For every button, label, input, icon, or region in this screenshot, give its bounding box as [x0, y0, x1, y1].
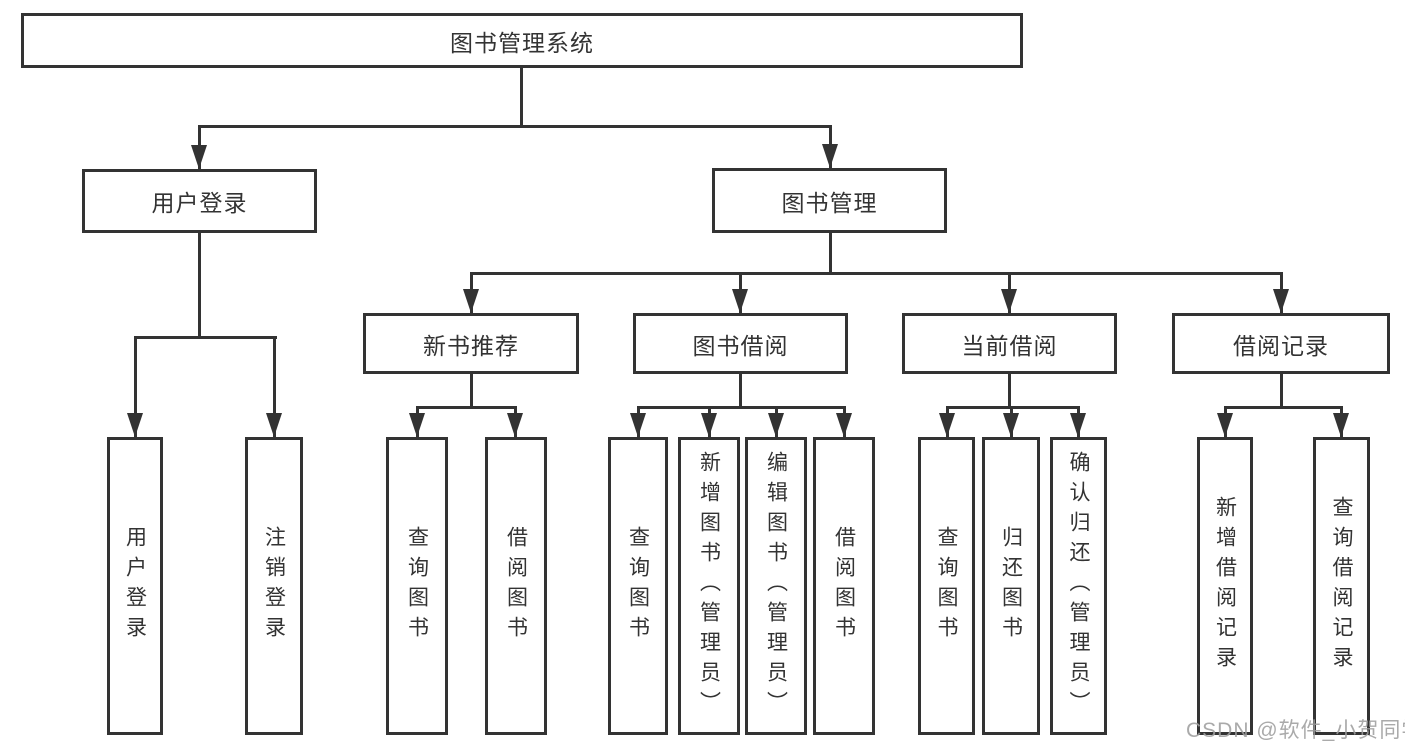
arrowhead-down-icon — [732, 289, 748, 313]
arrowhead-down-icon — [1217, 413, 1233, 437]
leaf-add-borrow-record: 新增借阅记录 — [1197, 437, 1253, 735]
connector-user-login-hline — [134, 336, 277, 339]
watermark: CSDN @软件_小贺同学 — [1186, 719, 1405, 742]
arrowhead-down-icon — [1273, 289, 1289, 313]
arrowhead-down-icon — [1333, 413, 1349, 437]
arrowhead-down-icon — [768, 413, 784, 437]
arrowhead-down-icon — [822, 144, 838, 168]
connector-leaf-drop — [273, 336, 276, 437]
arrowhead-down-icon — [630, 413, 646, 437]
leaf-query-books-borrow: 查询图书 — [608, 437, 668, 735]
arrowhead-down-icon — [701, 413, 717, 437]
connector-book-mgmt-stem — [829, 233, 832, 274]
leaf-return-books: 归还图书 — [982, 437, 1040, 735]
node-current-borrow: 当前借阅 — [902, 313, 1117, 374]
arrowhead-down-icon — [1003, 413, 1019, 437]
connector-book-borrow-stem — [739, 374, 742, 409]
arrowhead-down-icon — [127, 413, 143, 437]
node-user-login: 用户登录 — [82, 169, 317, 233]
arrowhead-down-icon — [507, 413, 523, 437]
connector-borrow-record-hline — [1224, 406, 1343, 409]
leaf-add-books-admin: 新增图书（管理员） — [678, 437, 740, 735]
leaf-edit-books-admin: 编辑图书（管理员） — [745, 437, 807, 735]
connector-current-borrow-hline — [946, 406, 1080, 409]
node-book-borrow: 图书借阅 — [633, 313, 848, 374]
leaf-borrow-books-recommend: 借阅图书 — [485, 437, 547, 735]
connector-leaf-drop — [134, 336, 137, 437]
leaf-user-login: 用户登录 — [107, 437, 163, 735]
leaf-confirm-return-admin: 确认归还（管理员） — [1050, 437, 1107, 735]
connector-root-stem — [520, 68, 523, 127]
node-root-library-system: 图书管理系统 — [21, 13, 1023, 68]
leaf-borrow-books: 借阅图书 — [813, 437, 875, 735]
leaf-logout: 注销登录 — [245, 437, 303, 735]
connector-level2-hline — [198, 125, 832, 128]
leaf-query-books-current: 查询图书 — [918, 437, 975, 735]
arrowhead-down-icon — [266, 413, 282, 437]
connector-current-borrow-stem — [1008, 374, 1011, 409]
arrowhead-down-icon — [939, 413, 955, 437]
leaf-query-books-recommend: 查询图书 — [386, 437, 448, 735]
connector-book-borrow-hline — [637, 406, 846, 409]
arrowhead-down-icon — [191, 145, 207, 169]
arrowhead-down-icon — [1070, 413, 1086, 437]
connector-user-login-stem — [198, 233, 201, 338]
connector-new-book-stem — [470, 374, 473, 409]
connector-level3-hline — [470, 272, 1282, 275]
arrowhead-down-icon — [463, 289, 479, 313]
connector-new-book-hline — [416, 406, 517, 409]
leaf-query-borrow-record: 查询借阅记录 — [1313, 437, 1370, 735]
arrowhead-down-icon — [409, 413, 425, 437]
node-book-management: 图书管理 — [712, 168, 947, 233]
node-new-book-recommend: 新书推荐 — [363, 313, 579, 374]
connector-borrow-record-stem — [1280, 374, 1283, 409]
arrowhead-down-icon — [1001, 289, 1017, 313]
arrowhead-down-icon — [836, 413, 852, 437]
node-borrow-records: 借阅记录 — [1172, 313, 1390, 374]
